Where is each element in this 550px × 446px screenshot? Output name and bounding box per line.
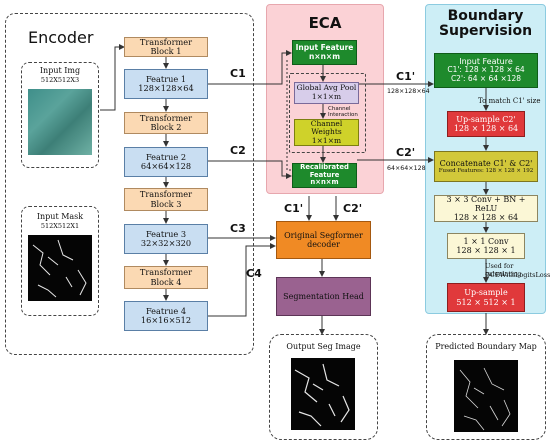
label-c2-prime-down: C2' (343, 202, 363, 215)
label-c2-prime-dims: 64×64×128 (387, 165, 426, 172)
boundary-final-upsample-label: Up-sample (464, 288, 508, 298)
feature-1: Featrue 1 128×128×64 (124, 69, 208, 99)
feature-4: Featrue 4 16×16×512 (124, 301, 208, 331)
predicted-boundary-pattern (459, 367, 511, 431)
transformer-block-1: Transformer Block 1 (124, 37, 208, 57)
transformer-block-2: Transformer Block 2 (124, 112, 208, 134)
input-mask-label: Input Mask (36, 212, 84, 221)
eca-gap-label: Global Avg Pool (296, 83, 357, 93)
input-mask-panel (21, 206, 99, 316)
boundary-c1p-dim: C1': 128 × 128 × 64 (447, 65, 525, 75)
segformer-decoder-label: Original Segformer decoder (284, 230, 363, 249)
mask-pattern (32, 239, 87, 298)
label-c1-prime-dims: 128×128×64 (387, 88, 430, 95)
feature-3: Featrue 3 32×32×320 (124, 224, 208, 254)
boundary-title-line1: Boundary (447, 8, 524, 24)
boundary-final-upsample-dims: 512 × 512 × 1 (456, 297, 516, 307)
output-seg-image (291, 358, 355, 430)
segformer-decoder: Original Segformer decoder (276, 221, 371, 259)
eca-recal-dims: n×n×m (310, 178, 339, 187)
eca-channel-interaction: Channel Interaction (328, 106, 358, 119)
feature-3-size: 32×32×320 (140, 238, 192, 248)
input-img-size: 512X512X3 (40, 76, 80, 84)
label-c3: C3 (230, 222, 246, 235)
eca-global-avg-pool: Global Avg Pool 1×1×m (294, 82, 359, 104)
eca-gap-dims: 1×1×m (311, 92, 342, 101)
boundary-title-line2: Supervision (438, 23, 533, 40)
boundary-upsample-c2p: Up-sample C2' 128 × 128 × 64 (447, 111, 525, 137)
encoder-region (5, 13, 254, 355)
label-c1: C1 (230, 67, 246, 80)
transformer-block-3-line2: Block 3 (150, 198, 182, 209)
segmentation-head-label: Segmentation Head (283, 291, 364, 301)
transformer-block-4-line2: Block 4 (150, 276, 182, 287)
boundary-c2p-dim: C2': 64 × 64 ×128 (450, 74, 522, 84)
predicted-boundary-title: Predicted Boundary Map (435, 342, 537, 351)
feature-2-size: 64×64×128 (140, 161, 192, 171)
input-img-thumbnail (28, 89, 92, 155)
encoder-title: Encoder (28, 28, 94, 47)
boundary-upsample-c2p-dims: 128 × 128 × 64 (453, 124, 519, 133)
boundary-conv1-dims: 128 × 128 × 1 (456, 246, 516, 255)
feature-4-name: Featrue 4 (145, 305, 187, 316)
eca-input-feature-label: Input Feature (295, 42, 354, 52)
feature-1-name: Featrue 1 (145, 73, 187, 84)
boundary-loss: BCEWithLogitsLoss (485, 271, 550, 279)
boundary-concat-label: Concatenate C1' & C2' (439, 158, 533, 168)
transformer-block-2-line2: Block 2 (150, 122, 182, 132)
boundary-concatenate: Concatenate C1' & C2' Fused Features: 12… (434, 151, 538, 182)
transformer-block-3-line1: Transformer (139, 189, 193, 200)
label-c4: C4 (246, 267, 262, 280)
boundary-final-upsample: Up-sample 512 × 512 × 1 (447, 283, 525, 312)
label-c2-prime-right: C2' (396, 146, 416, 159)
input-img-label: Input Img (39, 66, 81, 75)
feature-1-size: 128×128×64 (138, 83, 194, 93)
transformer-block-3: Transformer Block 3 (124, 188, 208, 211)
transformer-block-4-line1: Transformer (139, 267, 193, 278)
eca-inner-frame (289, 73, 366, 153)
label-c1-prime-right: C1' (396, 70, 416, 83)
transformer-block-1-line1: Transformer (139, 36, 193, 47)
feature-3-name: Featrue 3 (145, 228, 187, 239)
boundary-input-feature: Input Feature C1': 128 × 128 × 64 C2': 6… (434, 53, 538, 88)
eca-channel-weights: Channel Weights 1×1×m (294, 119, 359, 146)
input-mask-thumbnail (28, 235, 92, 301)
eca-recal-label: Recalibrated Feature (300, 162, 349, 179)
predicted-boundary-panel (426, 334, 546, 440)
output-seg-pattern (294, 363, 350, 427)
feature-4-size: 16×16×512 (140, 315, 192, 325)
boundary-conv3: 3 × 3 Conv + BN + ReLU 128 × 128 × 64 (434, 195, 538, 222)
boundary-conv1: 1 × 1 Conv 128 × 128 × 1 (447, 233, 525, 259)
eca-input-feature-dims: n×n×m (308, 51, 341, 61)
label-c1-prime-down: C1' (284, 202, 304, 215)
feature-2-name: Featrue 2 (145, 151, 187, 162)
boundary-conv3-dims: 128 × 128 × 64 (453, 213, 519, 223)
boundary-match-note: To match C1' size (478, 97, 541, 105)
label-c2: C2 (230, 144, 246, 157)
transformer-block-2-line1: Transformer (139, 112, 193, 123)
boundary-used-for: Used for calculating (485, 262, 522, 278)
input-mask-size: 512X512X1 (40, 222, 80, 230)
eca-cw-dims: 1×1×m (311, 135, 342, 145)
boundary-fused-label: Fused Features: 128 × 128 × 192 (438, 167, 534, 174)
input-img-panel (21, 62, 99, 168)
predicted-boundary-image (454, 360, 518, 432)
eca-recalibrated-feature: Recalibrated Feature n×n×m (292, 163, 357, 188)
boundary-input-feature-label: Input Feature (459, 57, 513, 67)
transformer-block-4: Transformer Block 4 (124, 266, 208, 289)
feature-2: Featrue 2 64×64×128 (124, 147, 208, 177)
segmentation-head: Segmentation Head (276, 277, 371, 316)
eca-cw-label: Channel Weights (310, 118, 343, 137)
eca-input-feature: Input Feature n×n×m (292, 40, 357, 65)
boundary-title: Boundary Supervision (425, 8, 546, 40)
eca-title: ECA (308, 14, 342, 32)
transformer-block-1-line2: Block 1 (150, 46, 182, 56)
output-seg-panel (269, 334, 378, 440)
boundary-conv3-label: 3 × 3 Conv + BN + ReLU (446, 194, 526, 213)
boundary-upsample-c2p-label: Up-sample C2' (456, 114, 516, 124)
output-seg-title: Output Seg Image (286, 342, 361, 351)
boundary-conv1-label: 1 × 1 Conv (463, 236, 509, 246)
